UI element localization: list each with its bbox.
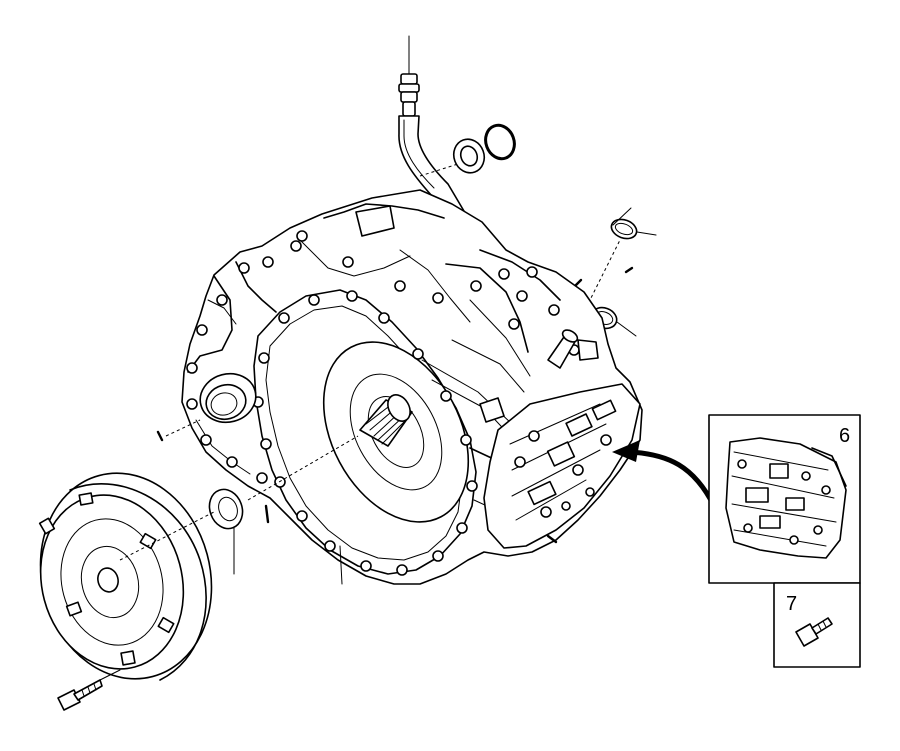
callout-box-bolt: 7 <box>773 582 861 668</box>
top-casting <box>296 203 580 356</box>
callout-number-6: 6 <box>839 425 850 447</box>
dipstick-o-ring <box>610 207 657 240</box>
pipe-o-ring <box>484 123 516 161</box>
callout-box-valve-body: 6 <box>708 414 861 584</box>
transmission-housing <box>181 189 643 585</box>
valve-body-installed <box>483 383 641 549</box>
output-port <box>199 372 257 424</box>
side-casting <box>186 240 302 484</box>
dipstick-tube <box>547 329 599 369</box>
callout-arrow <box>612 440 717 508</box>
converter-bolt <box>57 669 121 711</box>
flange-bolts <box>252 290 478 576</box>
torque-converter <box>38 472 213 681</box>
callout-number-7: 7 <box>786 593 797 615</box>
input-shaft <box>359 394 413 447</box>
drive-shaft-seal <box>208 488 244 575</box>
pipe-seal <box>452 138 486 174</box>
